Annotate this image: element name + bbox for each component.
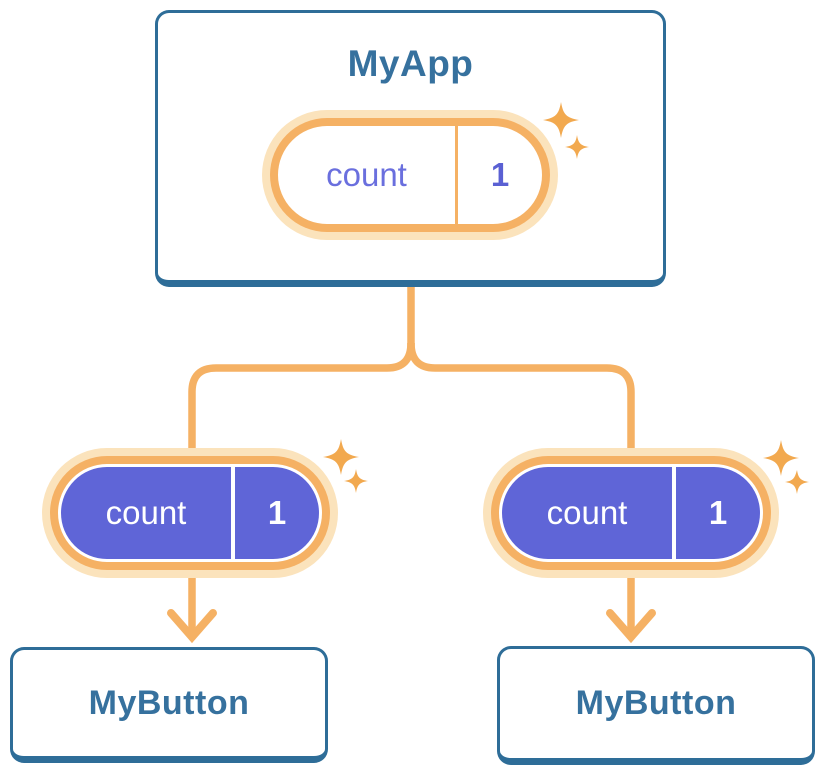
sparkle-icon	[323, 439, 368, 493]
arrow-down-icon	[167, 609, 217, 644]
prop-pill-count-right: count 1	[483, 448, 779, 578]
pill-ring: count 1	[491, 456, 771, 570]
pill-ring: count 1	[50, 456, 330, 570]
component-title: MyApp	[347, 43, 474, 84]
state-name: count	[326, 156, 407, 193]
pill-divider	[455, 126, 458, 224]
component-card-mybutton-right: MyButton	[497, 646, 815, 765]
connector-branch-left	[188, 342, 415, 633]
pill-ring: count 1	[270, 118, 550, 232]
component-title: MyButton	[88, 683, 250, 722]
sparkle-icon	[763, 440, 809, 494]
pill-divider	[231, 467, 235, 559]
component-card-mybutton-left: MyButton	[10, 647, 328, 763]
state-pill-count: count 1	[262, 110, 558, 240]
state-value: 1	[490, 156, 510, 193]
pill-divider	[672, 467, 676, 559]
sparkle-icon	[543, 102, 589, 159]
prop-value: 1	[267, 494, 287, 531]
component-title: MyButton	[575, 684, 737, 722]
prop-name: count	[105, 494, 187, 531]
prop-name: count	[546, 494, 628, 531]
connector-branch-right	[407, 342, 635, 633]
prop-pill-count-left: count 1	[42, 448, 338, 578]
prop-value: 1	[708, 494, 728, 531]
arrow-down-icon	[606, 609, 656, 644]
